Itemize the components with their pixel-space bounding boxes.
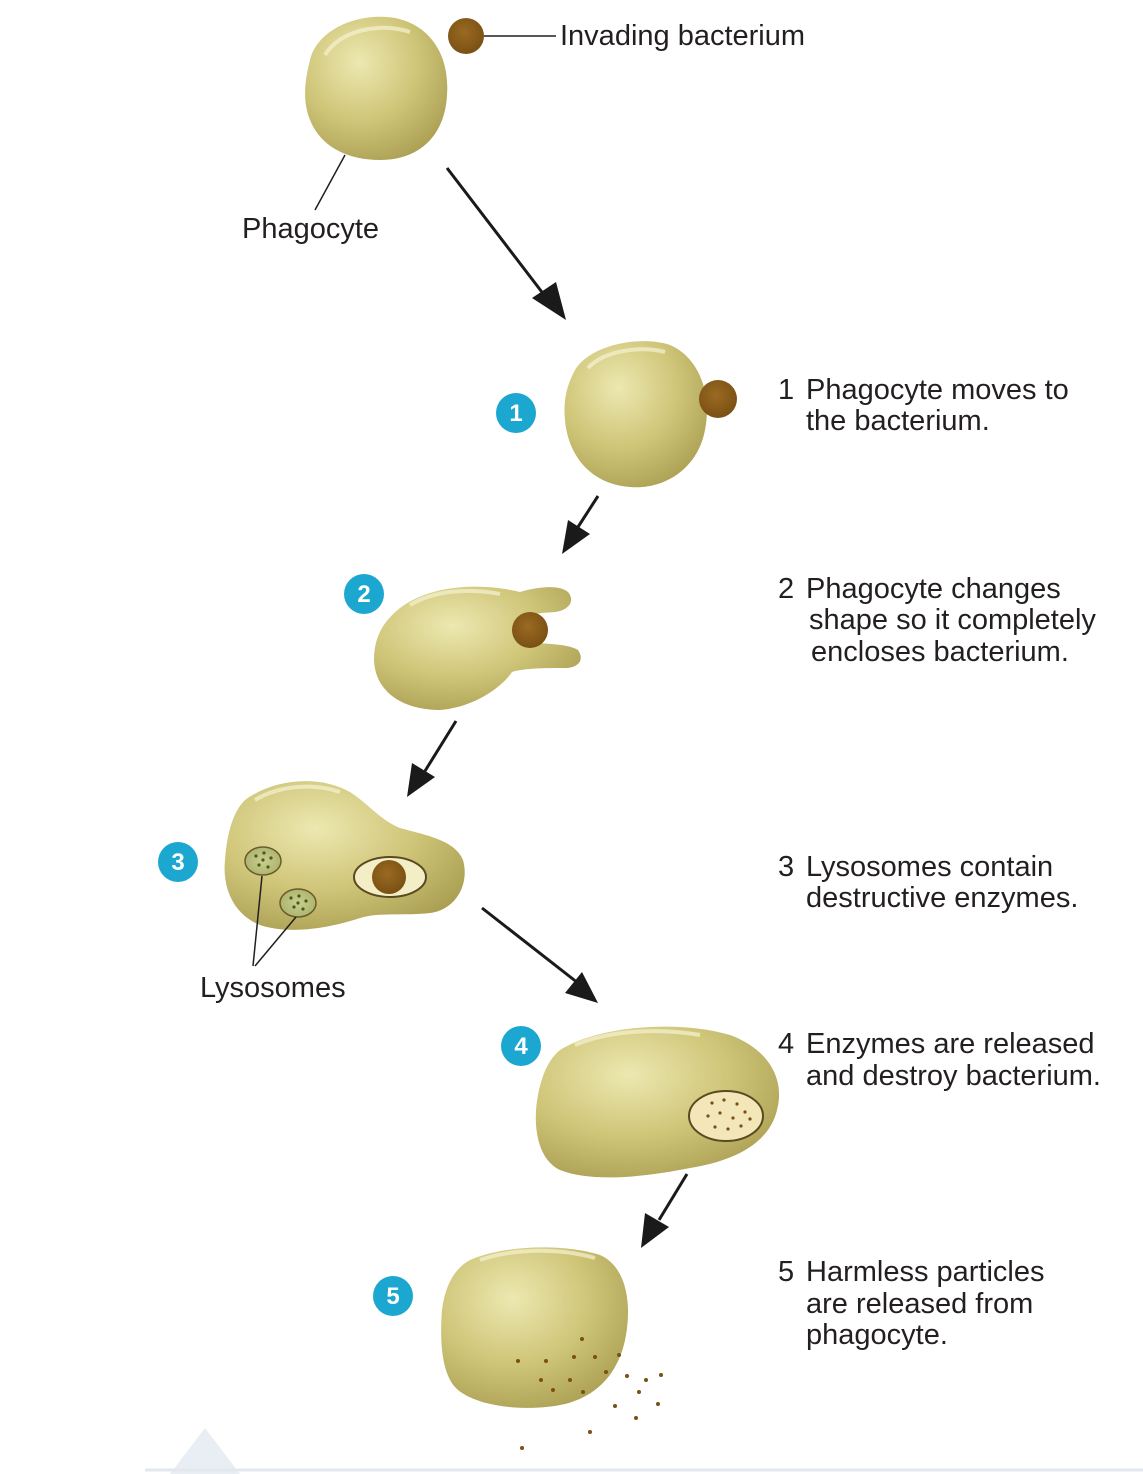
step-4-badge-number: 4 (514, 1033, 528, 1060)
step-2-bacterium (512, 612, 548, 648)
step-3-badge: 3 (158, 842, 198, 882)
step-1-bacterium (699, 380, 737, 418)
step-5-line-3: phagocyte. (806, 1319, 948, 1351)
invading-bacterium (448, 18, 484, 54)
step-4-illustration (535, 1026, 780, 1178)
phagocyte-cell (305, 16, 448, 160)
step-3-description: 3 Lysosomes contain destructive enzymes. (778, 851, 1078, 914)
step-4-digested-bacterium (688, 1090, 764, 1142)
harmless-particles (516, 1337, 663, 1450)
step-2-illustration (374, 586, 581, 710)
step-2-number: 2 (778, 573, 794, 605)
step-5-description: 5 Harmless particles are released from p… (778, 1256, 1045, 1351)
step-4-description: 4 Enzymes are released and destroy bacte… (778, 1028, 1101, 1092)
step-5-illustration (441, 1247, 663, 1450)
arrow-to-step-1 (445, 167, 566, 320)
step-4-line-2: and destroy bacterium. (806, 1060, 1101, 1092)
step-1-cell (564, 341, 707, 488)
step-2-description: 2 Phagocyte changes shape so it complete… (778, 573, 1096, 668)
step-1-line-1: Phagocyte moves to (806, 374, 1069, 406)
step-5-number: 5 (778, 1256, 794, 1288)
step-4-badge: 4 (501, 1026, 541, 1066)
arrow-to-step-4 (481, 906, 598, 1003)
step-2-line-2: shape so it completely (809, 604, 1096, 636)
step-1-badge: 1 (496, 393, 536, 433)
arrow-to-step-2 (562, 495, 600, 554)
step-5-line-2: are released from (806, 1288, 1033, 1320)
step-2-badge-number: 2 (357, 581, 370, 608)
step-3-badge-number: 3 (171, 849, 184, 876)
step-1-badge-number: 1 (509, 400, 522, 427)
phagocyte-leader-line (314, 154, 346, 211)
lysosome-leader-line (252, 875, 263, 967)
step-4-number: 4 (778, 1028, 794, 1060)
step-3-bacterium (372, 860, 406, 894)
phagocyte-label: Phagocyte (242, 213, 379, 245)
bottom-decoration (145, 1428, 1143, 1474)
step-3-line-1: Lysosomes contain (806, 851, 1053, 883)
step-4-line-1: Enzymes are released (806, 1028, 1095, 1060)
lysosomes-label: Lysosomes (200, 972, 346, 1004)
lysosome-leader-line (254, 916, 297, 967)
step-1-line-2: the bacterium. (806, 405, 990, 437)
step-5-badge: 5 (373, 1276, 413, 1316)
arrow-to-step-3 (407, 720, 458, 797)
step-3-number: 3 (778, 851, 794, 883)
step-2-badge: 2 (344, 574, 384, 614)
step-1-description: 1 Phagocyte moves to the bacterium. (778, 374, 1069, 437)
step-1-number: 1 (778, 374, 794, 406)
step-2-cell (374, 586, 581, 710)
step-1-illustration (564, 341, 737, 488)
arrow-to-step-5 (641, 1173, 689, 1248)
initial-phagocyte (305, 16, 448, 160)
step-3-line-2: destructive enzymes. (806, 882, 1078, 914)
step-5-cell (441, 1247, 629, 1408)
step-3-illustration (224, 781, 465, 967)
step-2-line-3: encloses bacterium. (811, 636, 1069, 668)
step-5-badge-number: 5 (386, 1283, 399, 1310)
invading-bacterium-label: Invading bacterium (560, 20, 805, 52)
step-5-line-1: Harmless particles (806, 1256, 1045, 1288)
step-2-line-1: Phagocyte changes (806, 573, 1061, 605)
